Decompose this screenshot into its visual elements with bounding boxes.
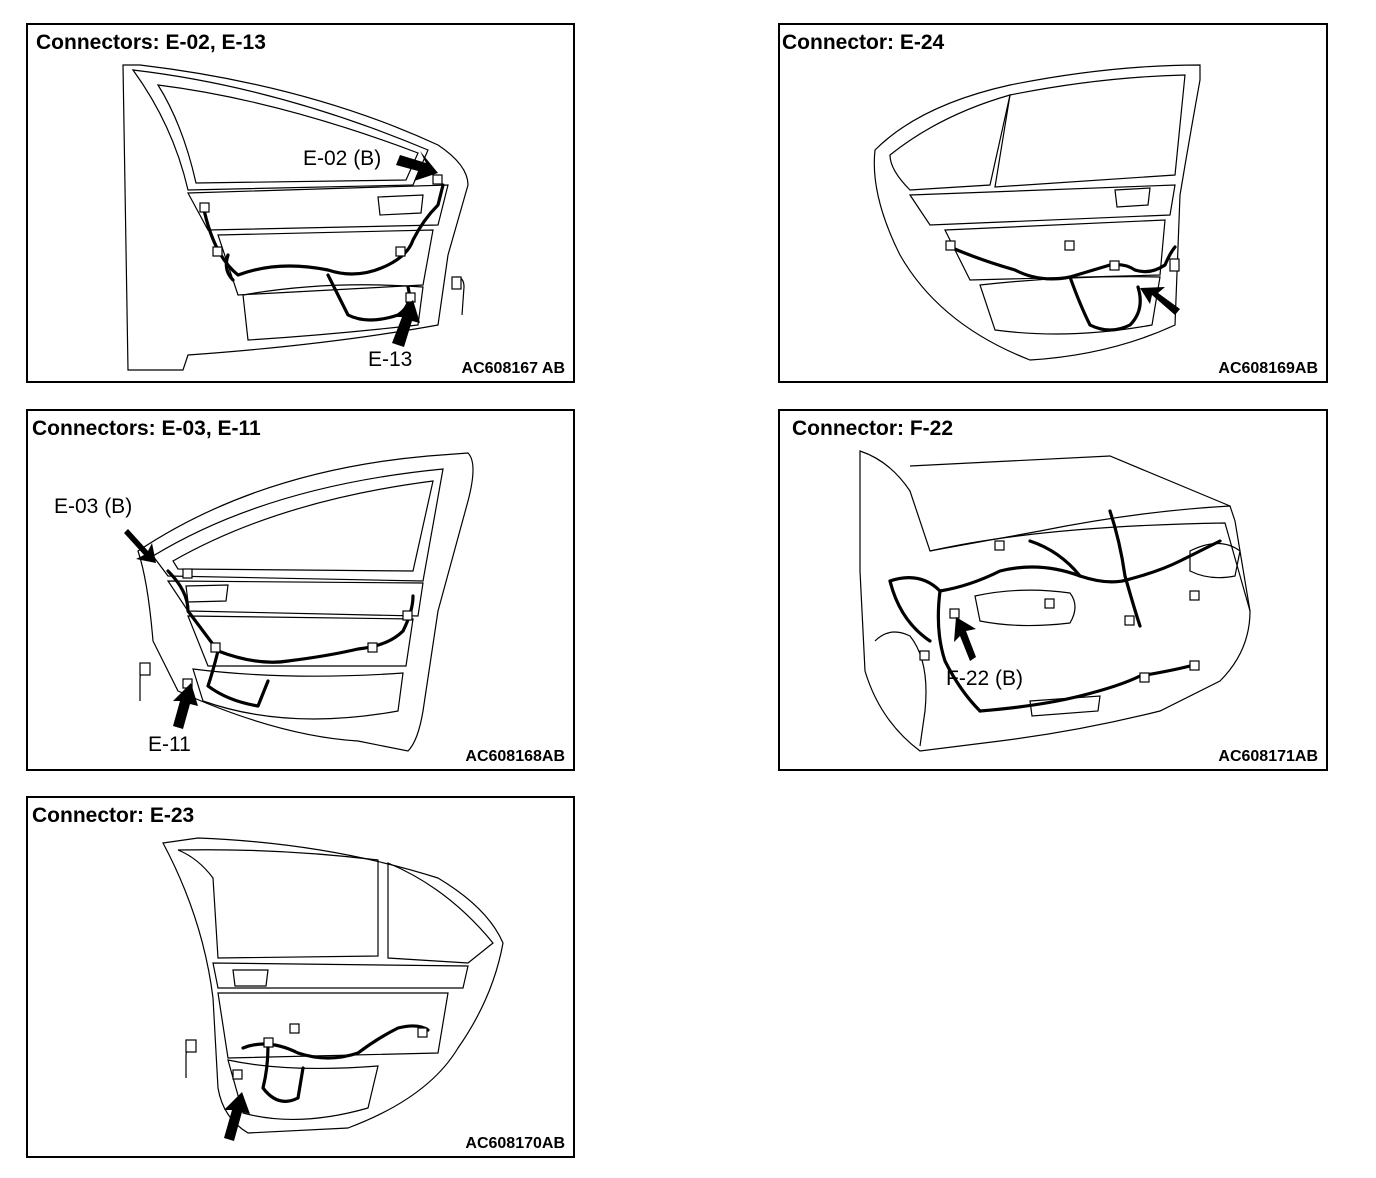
panel-title: Connectors: E-02, E-13	[36, 31, 266, 54]
diagram-panel-e24: Connector: E-24 AC608169AB	[778, 23, 1328, 383]
rear-door-left-illustration	[162, 837, 504, 1141]
figure-reference-code: AC608170AB	[465, 1135, 565, 1152]
front-door-left-illustration	[124, 452, 474, 752]
diagram-panel-f22: Connector: F-22 F-22 (B) AC608171AB	[778, 409, 1328, 771]
panel-title: Connector: F-22	[792, 417, 954, 440]
panel-title: Connector: E-24	[782, 31, 945, 54]
figure-reference-code: AC608167 AB	[461, 360, 565, 377]
front-door-right-illustration	[122, 64, 469, 371]
callout-e03: E-03 (B)	[54, 495, 133, 518]
figure-reference-code: AC608168AB	[465, 748, 565, 765]
rear-door-right-illustration	[873, 64, 1201, 361]
panel-title: Connector: E-23	[32, 804, 195, 827]
callout-e02: E-02 (B)	[303, 147, 382, 170]
figure-reference-code: AC608171AB	[1218, 748, 1318, 765]
callout-e11: E-11	[148, 733, 191, 756]
vehicle-rear-trunk-illustration	[859, 450, 1251, 752]
diagram-panel-e02-e13: Connectors: E-02, E-13 E-02 (B) E-13 AC6…	[26, 23, 575, 383]
callout-f22: F-22 (B)	[946, 667, 1024, 690]
panel-title: Connectors: E-03, E-11	[32, 417, 261, 440]
diagram-panel-e23: Connector: E-23 AC608170AB	[26, 796, 575, 1158]
figure-reference-code: AC608169AB	[1218, 360, 1318, 377]
callout-e13: E-13	[368, 348, 413, 371]
diagram-panel-e03-e11: Connectors: E-03, E-11 E-03 (B) E-11 AC6…	[26, 409, 575, 771]
